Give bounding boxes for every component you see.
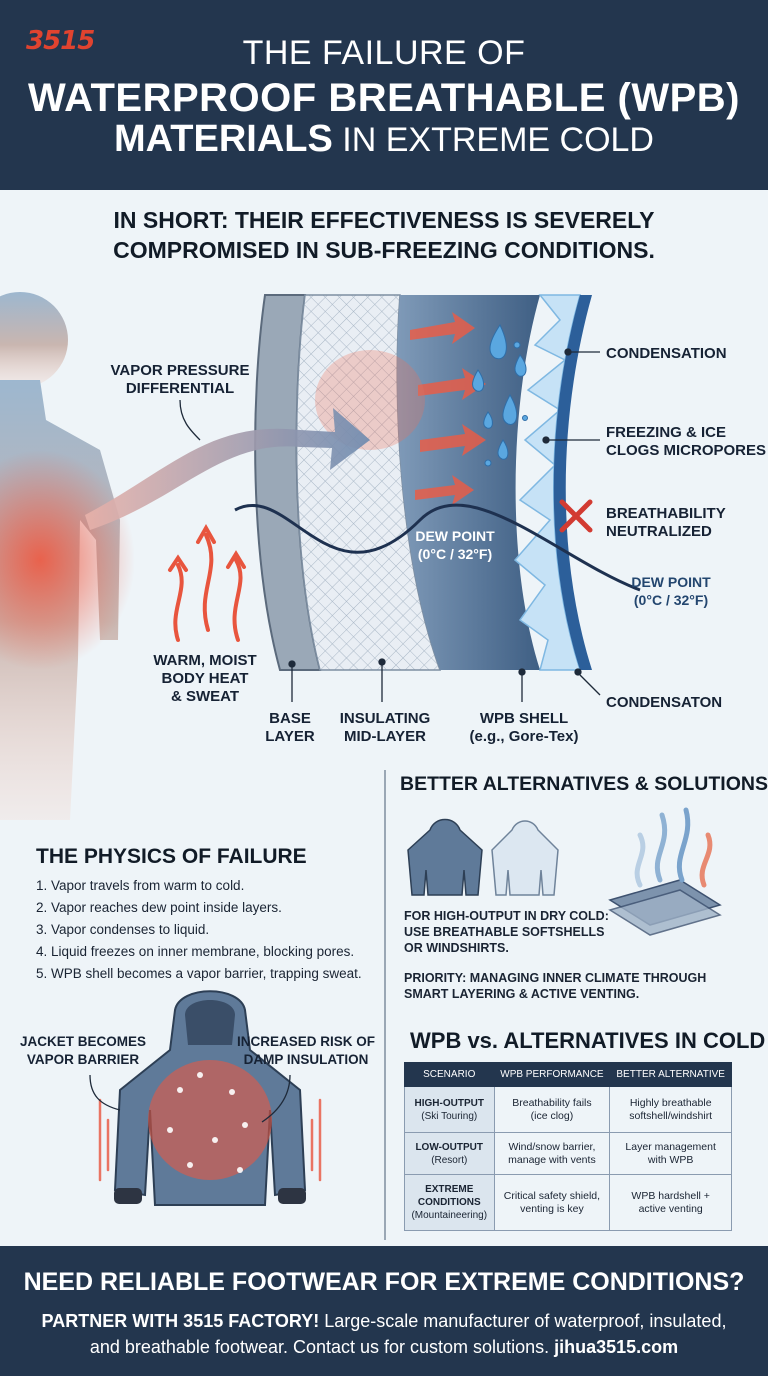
column-divider bbox=[384, 770, 386, 1240]
brand-logo[interactable]: 3515 bbox=[26, 26, 95, 56]
physics-step: 4. Liquid freezes on inner membrane, blo… bbox=[36, 944, 355, 959]
human-figure bbox=[0, 292, 135, 820]
condensation-bottom-label: CONDENSATON bbox=[606, 694, 723, 711]
water-droplets bbox=[472, 323, 528, 467]
footer-body: PARTNER WITH 3515 FACTORY! Large-scale m… bbox=[41, 1311, 727, 1357]
table-row: HIGH-OUTPUT(Ski Touring) Breathability f… bbox=[404, 1086, 732, 1133]
summary: IN SHORT: THEIR EFFECTIVENESS IS SEVEREL… bbox=[40, 205, 728, 265]
title-line-2: WATERPROOF BREATHABLE (WPB) bbox=[28, 76, 740, 120]
table-row: LOW-OUTPUT(Resort) Wind/snow barrier,man… bbox=[404, 1132, 732, 1175]
scenario-cell: HIGH-OUTPUT(Ski Touring) bbox=[404, 1086, 495, 1133]
comparison-title: WPB vs. ALTERNATIVES IN COLD bbox=[410, 1028, 766, 1053]
layer-diagram-illustration bbox=[0, 292, 722, 1206]
scenario-cell: LOW-OUTPUT(Resort) bbox=[404, 1132, 495, 1175]
physics-step: 1. Vapor travels from warm to cold. bbox=[36, 878, 245, 893]
physics-step: 3. Vapor condenses to liquid. bbox=[36, 922, 210, 937]
layering-fabric-icon bbox=[608, 807, 722, 936]
summary-line-2: COMPROMISED IN SUB-FREEZING CONDITIONS. bbox=[113, 237, 655, 263]
windshirt-icon bbox=[491, 820, 559, 896]
summary-line-1: IN SHORT: THEIR EFFECTIVENESS IS SEVEREL… bbox=[113, 207, 655, 233]
wpb-cell: Breathability fails(ice clog) bbox=[493, 1086, 611, 1133]
footer-partner-callout: PARTNER WITH 3515 FACTORY! bbox=[41, 1311, 320, 1331]
physics-title: THE PHYSICS OF FAILURE bbox=[36, 845, 307, 868]
ice-crystals bbox=[513, 294, 592, 671]
title-line-3-thin: IN EXTREME COLD bbox=[332, 121, 654, 159]
dew-point-line bbox=[234, 503, 641, 592]
comparison-table: SCENARIO WPB PERFORMANCE BETTER ALTERNAT… bbox=[404, 1062, 732, 1231]
table-header-row: SCENARIO WPB PERFORMANCE BETTER ALTERNAT… bbox=[404, 1062, 732, 1087]
header-banner: 3515 THE FAILURE OF WATERPROOF BREATHABL… bbox=[0, 0, 768, 190]
alternative-cell: WPB hardshell +active venting bbox=[609, 1174, 732, 1231]
title-line-3-bold: MATERIALS bbox=[113, 118, 333, 160]
high-output-tip: FOR HIGH-OUTPUT IN DRY COLD:USE BREATHAB… bbox=[404, 909, 609, 955]
column-header: BETTER ALTERNATIVE bbox=[609, 1062, 732, 1087]
alternatives-title: BETTER ALTERNATIVES & SOLUTIONS bbox=[400, 773, 768, 795]
physics-step: 2. Vapor reaches dew point inside layers… bbox=[36, 900, 282, 915]
column-header: SCENARIO bbox=[404, 1062, 495, 1087]
physics-steps: 1. Vapor travels from warm to cold. 2. V… bbox=[36, 875, 386, 985]
jacket-illustration bbox=[89, 990, 322, 1206]
title-line-1: THE FAILURE OF bbox=[242, 34, 526, 72]
title-line-3: MATERIALS IN EXTREME COLD bbox=[0, 118, 768, 161]
dew-point-outer-label: DEW POINT(0°C / 32°F) bbox=[631, 574, 711, 608]
table-row: EXTREME CONDITIONS(Mountaineering) Criti… bbox=[404, 1174, 732, 1231]
wpb-shell-label: WPB SHELL(e.g., Gore-Tex) bbox=[469, 710, 579, 745]
leader-lines bbox=[179, 348, 601, 702]
website-link[interactable]: jihua3515.com bbox=[554, 1337, 679, 1357]
footer-title: NEED RELIABLE FOOTWEAR FOR EXTREME CONDI… bbox=[23, 1268, 745, 1296]
wpb-cell: Critical safety shield,venting is key bbox=[493, 1174, 611, 1231]
wpb-cell: Wind/snow barrier,manage with vents bbox=[493, 1132, 611, 1175]
vapor-pressure-arrow bbox=[85, 408, 370, 530]
dew-point-inner-label: DEW POINT(0°C / 32°F) bbox=[415, 528, 495, 562]
physics-step: 5. WPB shell becomes a vapor barrier, tr… bbox=[36, 966, 362, 981]
condensation-top-label: CONDENSATION bbox=[606, 345, 727, 362]
heat-arrows bbox=[168, 523, 246, 642]
priority-tip: PRIORITY: MANAGING INNER CLIMATE THROUGH… bbox=[404, 971, 707, 1001]
column-header: WPB PERFORMANCE bbox=[493, 1062, 611, 1087]
scenario-cell: EXTREME CONDITIONS(Mountaineering) bbox=[404, 1174, 495, 1231]
softshell-jacket-icon bbox=[407, 818, 483, 896]
blocked-x-icon bbox=[559, 499, 593, 533]
footer-banner: NEED RELIABLE FOOTWEAR FOR EXTREME CONDI… bbox=[0, 1246, 768, 1376]
